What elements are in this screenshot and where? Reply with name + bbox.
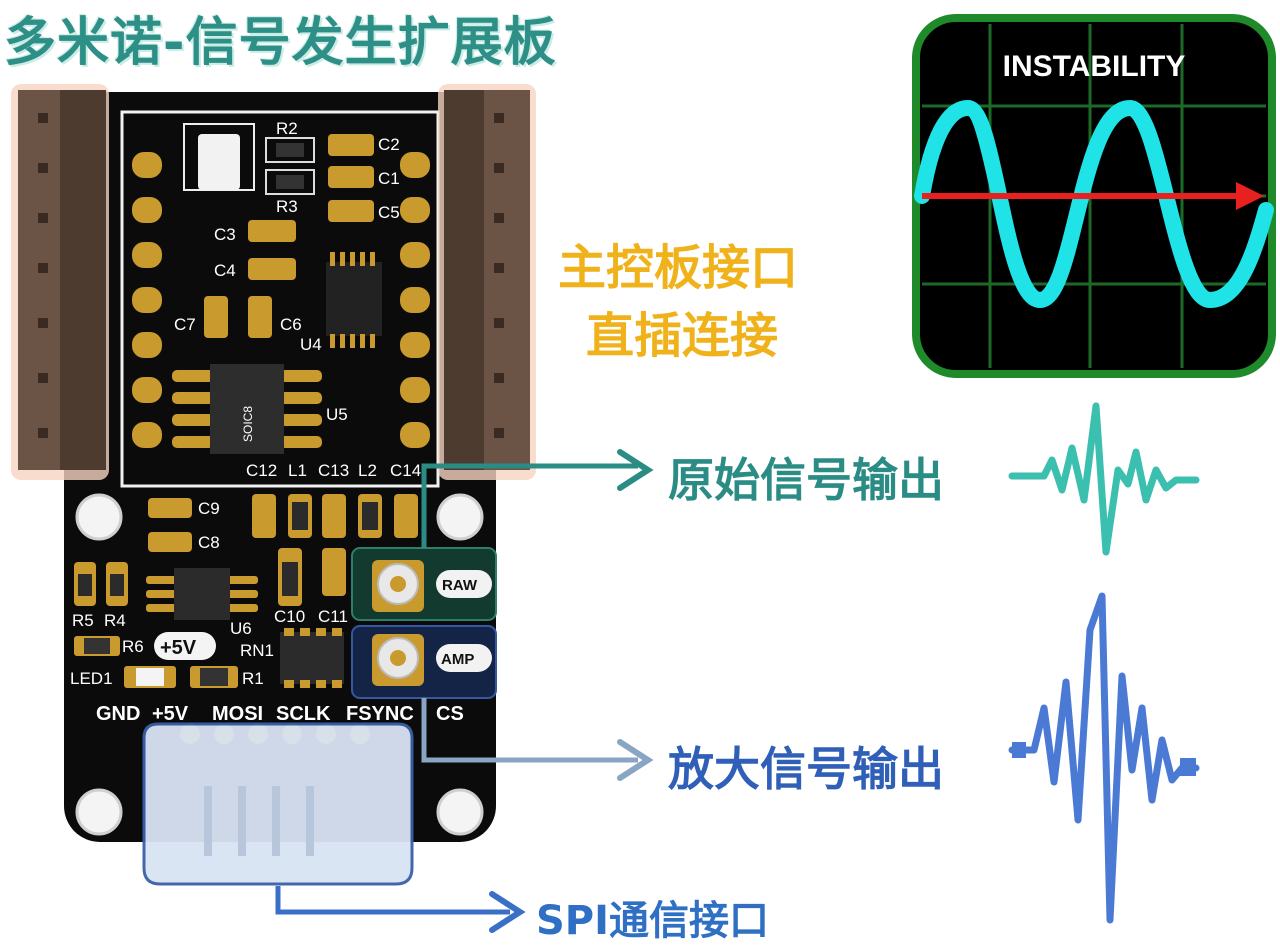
label-l1: L1	[288, 461, 307, 480]
label-c12: C12	[246, 461, 277, 480]
label-r2: R2	[276, 119, 298, 138]
label-c4: C4	[214, 261, 236, 280]
label-r5: R5	[72, 611, 94, 630]
soic8-chip	[172, 364, 322, 454]
amp-arrow-head	[617, 739, 654, 781]
spi-connector-line	[275, 886, 510, 915]
label-r6: R6	[122, 637, 144, 656]
label-c8: C8	[198, 533, 220, 552]
pin-label-5v: +5V	[152, 703, 189, 725]
raw-label: RAW	[442, 577, 478, 594]
resistor-network	[280, 632, 344, 684]
amp-connector-box	[351, 625, 497, 699]
label-u5: U5	[326, 405, 348, 424]
label-c1: C1	[378, 169, 400, 188]
label-c14: C14	[390, 461, 421, 480]
scope-label: INSTABILITY	[1003, 50, 1186, 83]
amp-label: AMP	[441, 651, 474, 668]
label-r4: R4	[104, 611, 126, 630]
spi-pin-labels: GND +5V MOSI SCLK FSYNC CS	[96, 703, 464, 725]
label-c7: C7	[174, 315, 196, 334]
silkscreen-labels: R2 R3 C2 C1 C5 C3 C4 C7 C6 U4 U5 SOIC8 C…	[70, 119, 421, 688]
amp-connector-line	[421, 698, 638, 763]
pin-label-cs: CS	[436, 703, 464, 725]
page-title: 多米诺-信号发生扩展板	[4, 13, 557, 73]
pin-label-sclk: SCLK	[276, 703, 331, 725]
label-5v: +5V	[160, 637, 197, 659]
label-l2: L2	[358, 461, 377, 480]
amp-output-callout: 放大信号输出	[668, 742, 944, 796]
label-c13: C13	[318, 461, 349, 480]
raw-connector-line	[421, 463, 638, 548]
label-rn1: RN1	[240, 641, 274, 660]
label-u4: U4	[300, 335, 322, 354]
label-c6: C6	[280, 315, 302, 334]
amp-waveform-icon	[1008, 592, 1200, 924]
pin-label-fsync: FSYNC	[346, 703, 414, 725]
label-c3: C3	[214, 225, 236, 244]
spi-interface-callout: SPI通信接口	[536, 898, 770, 944]
label-c10: C10	[274, 607, 305, 626]
main-connector-callout-line1: 主控板接口	[558, 240, 799, 296]
pin-label-mosi: MOSI	[212, 703, 263, 725]
smd-parts	[204, 134, 382, 348]
label-u6: U6	[230, 619, 252, 638]
label-c5: C5	[378, 203, 400, 222]
label-soic8: SOIC8	[241, 406, 255, 442]
label-c9: C9	[198, 499, 220, 518]
left-pin-header	[11, 84, 109, 480]
raw-connector-box	[351, 547, 497, 621]
raw-output-callout: 原始信号输出	[668, 453, 944, 507]
label-r3: R3	[276, 197, 298, 216]
label-c11: C11	[318, 607, 348, 626]
raw-arrow-head	[617, 449, 654, 491]
label-c2: C2	[378, 135, 400, 154]
oscilloscope-icon: INSTABILITY	[912, 14, 1276, 378]
u6-chip	[146, 568, 258, 620]
spi-arrow-head	[489, 891, 526, 933]
label-r1: R1	[242, 669, 264, 688]
label-led1: LED1	[70, 669, 113, 688]
pin-label-gnd: GND	[96, 703, 140, 725]
left-header-pads	[132, 152, 162, 448]
raw-waveform-icon	[1008, 402, 1200, 556]
right-pin-header	[438, 84, 536, 480]
oscillator-component	[198, 134, 240, 190]
main-connector-callout-line2: 直插连接	[586, 308, 779, 364]
spi-connector	[142, 722, 414, 886]
mounting-holes	[75, 493, 484, 836]
right-header-pads	[400, 152, 430, 448]
